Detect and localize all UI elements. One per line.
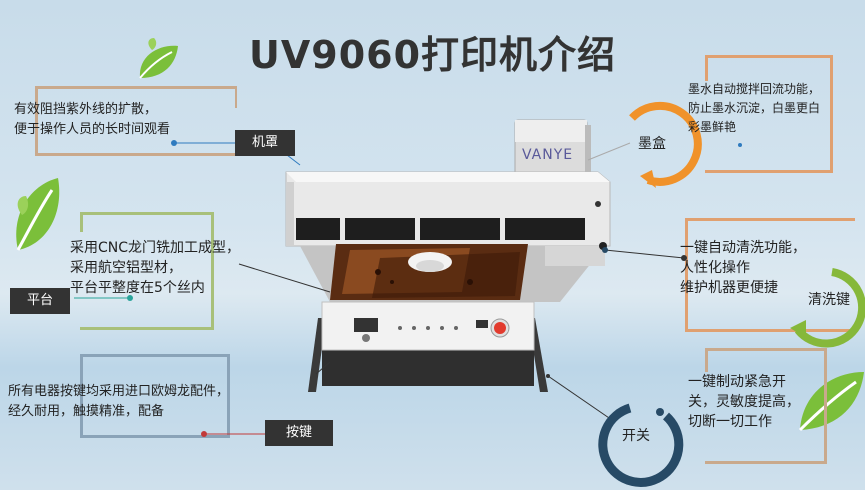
keys-tag: 按键	[265, 420, 333, 446]
ink-frame	[705, 55, 833, 173]
platform-frame	[80, 212, 214, 330]
text-line: 便于操作人员的长时间观看	[14, 122, 171, 137]
keys-frame-top	[80, 354, 230, 357]
refresh-arrow-icon	[794, 268, 865, 348]
text-line: 防止墨水沉淀，白墨更白	[688, 101, 821, 115]
text-line: 墨水自动搅拌回流功能，	[688, 82, 821, 96]
text-line: 彩墨鲜艳	[688, 120, 737, 134]
text-line: 经久耐用，触摸精准，配备	[8, 404, 165, 419]
text-line: 一键制动紧急开	[688, 374, 786, 390]
platform-tag: 平台	[10, 288, 70, 314]
text-line: 采用CNC龙门铣加工成型，	[70, 240, 241, 256]
power-arc-icon	[598, 403, 684, 487]
hood-text: 有效阻挡紫外线的扩散， 便于操作人员的长时间观看	[14, 100, 170, 140]
text-line: 关，灵敏度提高，	[688, 394, 800, 410]
leaf-icon	[798, 372, 864, 432]
leaf-icon	[139, 38, 178, 79]
keys-frame	[80, 354, 230, 438]
switch-frame-left	[705, 348, 708, 372]
text-line: 采用航空铝型材，	[70, 260, 182, 276]
platform-text: 采用CNC龙门铣加工成型， 采用航空铝型材， 平台平整度在5个丝内	[70, 238, 240, 298]
ink-label: 墨盒	[638, 136, 666, 152]
clean-text: 一键自动清洗功能， 人性化操作 维护机器更便捷	[680, 238, 806, 298]
text-line: 所有电器按键均采用进口欧姆龙配件，	[8, 384, 230, 399]
leaf-icon	[16, 178, 60, 251]
hood-tag: 机罩	[235, 130, 295, 156]
text-line: 平台平整度在5个丝内	[70, 280, 205, 296]
text-line: 一键自动清洗功能，	[680, 240, 806, 256]
switch-frame	[705, 348, 827, 464]
text-line: 人性化操作	[680, 260, 750, 276]
clean-label: 清洗键	[808, 292, 850, 308]
ink-frame-left	[705, 55, 708, 81]
brand-label: VANYE	[522, 147, 574, 163]
switch-label: 开关	[622, 428, 650, 444]
hood-frame	[35, 86, 235, 156]
keys-text: 所有电器按键均采用进口欧姆龙配件， 经久耐用，触摸精准，配备	[8, 382, 229, 422]
text-line: 有效阻挡紫外线的扩散，	[14, 102, 158, 117]
text-line: 切断一切工作	[688, 414, 772, 430]
refresh-arrow-icon	[629, 101, 702, 186]
clean-frame	[685, 218, 855, 332]
switch-text: 一键制动紧急开 关，灵敏度提高， 切断一切工作	[688, 372, 800, 432]
ink-text: 墨水自动搅拌回流功能， 防止墨水沉淀，白墨更白 彩墨鲜艳	[688, 80, 820, 137]
text-line: 维护机器更便捷	[680, 280, 778, 296]
platform-frame-left	[80, 212, 83, 232]
page-title: UV9060打印机介绍	[248, 33, 617, 77]
hood-frame-right	[235, 86, 237, 108]
